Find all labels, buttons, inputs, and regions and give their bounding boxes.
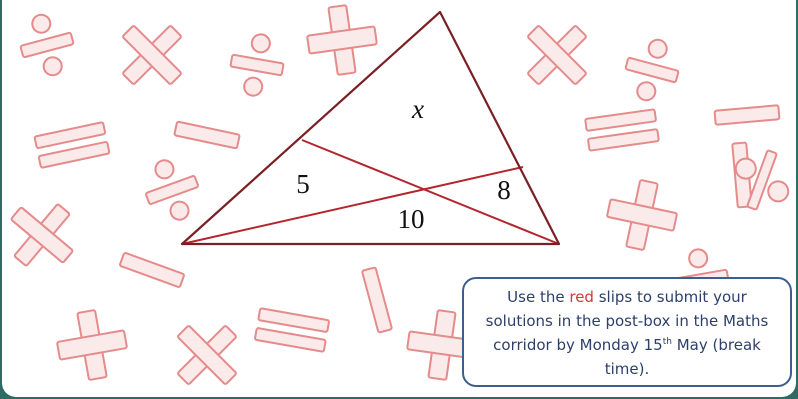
minus-icon [173, 120, 241, 150]
area-label-left: 5 [296, 169, 310, 199]
notice-text-end: May (break time). [604, 336, 761, 378]
plus-icon [606, 179, 678, 251]
equals-icon [254, 307, 330, 353]
equals-icon [33, 121, 111, 169]
divide-icon [624, 38, 680, 102]
triangle-outline [180, 10, 561, 246]
cevian-from-left-vertex [181, 166, 524, 245]
minus-icon [713, 104, 781, 126]
times-icon [527, 25, 587, 85]
notice-text-start: Use the [507, 288, 570, 306]
minus-icon [119, 252, 185, 288]
plus-icon [306, 4, 378, 76]
notice-date-suffix: th [662, 337, 672, 347]
notice-text-middle: slips to submit your solutions in the po… [485, 288, 769, 354]
times-icon [10, 203, 74, 267]
minus-icon [361, 266, 393, 334]
divide-icon [19, 13, 75, 77]
equals-icon [584, 108, 660, 152]
submission-notice: Use the red slips to submit your solutio… [462, 277, 792, 387]
times-icon [122, 25, 182, 85]
divide-icon [229, 33, 285, 97]
area-label-right: 8 [497, 175, 511, 205]
triangle-fill [182, 12, 559, 244]
percent-icon [734, 149, 790, 211]
divide-icon [145, 159, 199, 221]
cevian-from-right-vertex [301, 139, 560, 245]
times-icon [177, 325, 237, 385]
plus-icon [56, 309, 128, 381]
notice-red-word: red [569, 288, 594, 306]
area-label-bottom: 10 [398, 204, 425, 234]
area-label-top: x [411, 94, 424, 124]
